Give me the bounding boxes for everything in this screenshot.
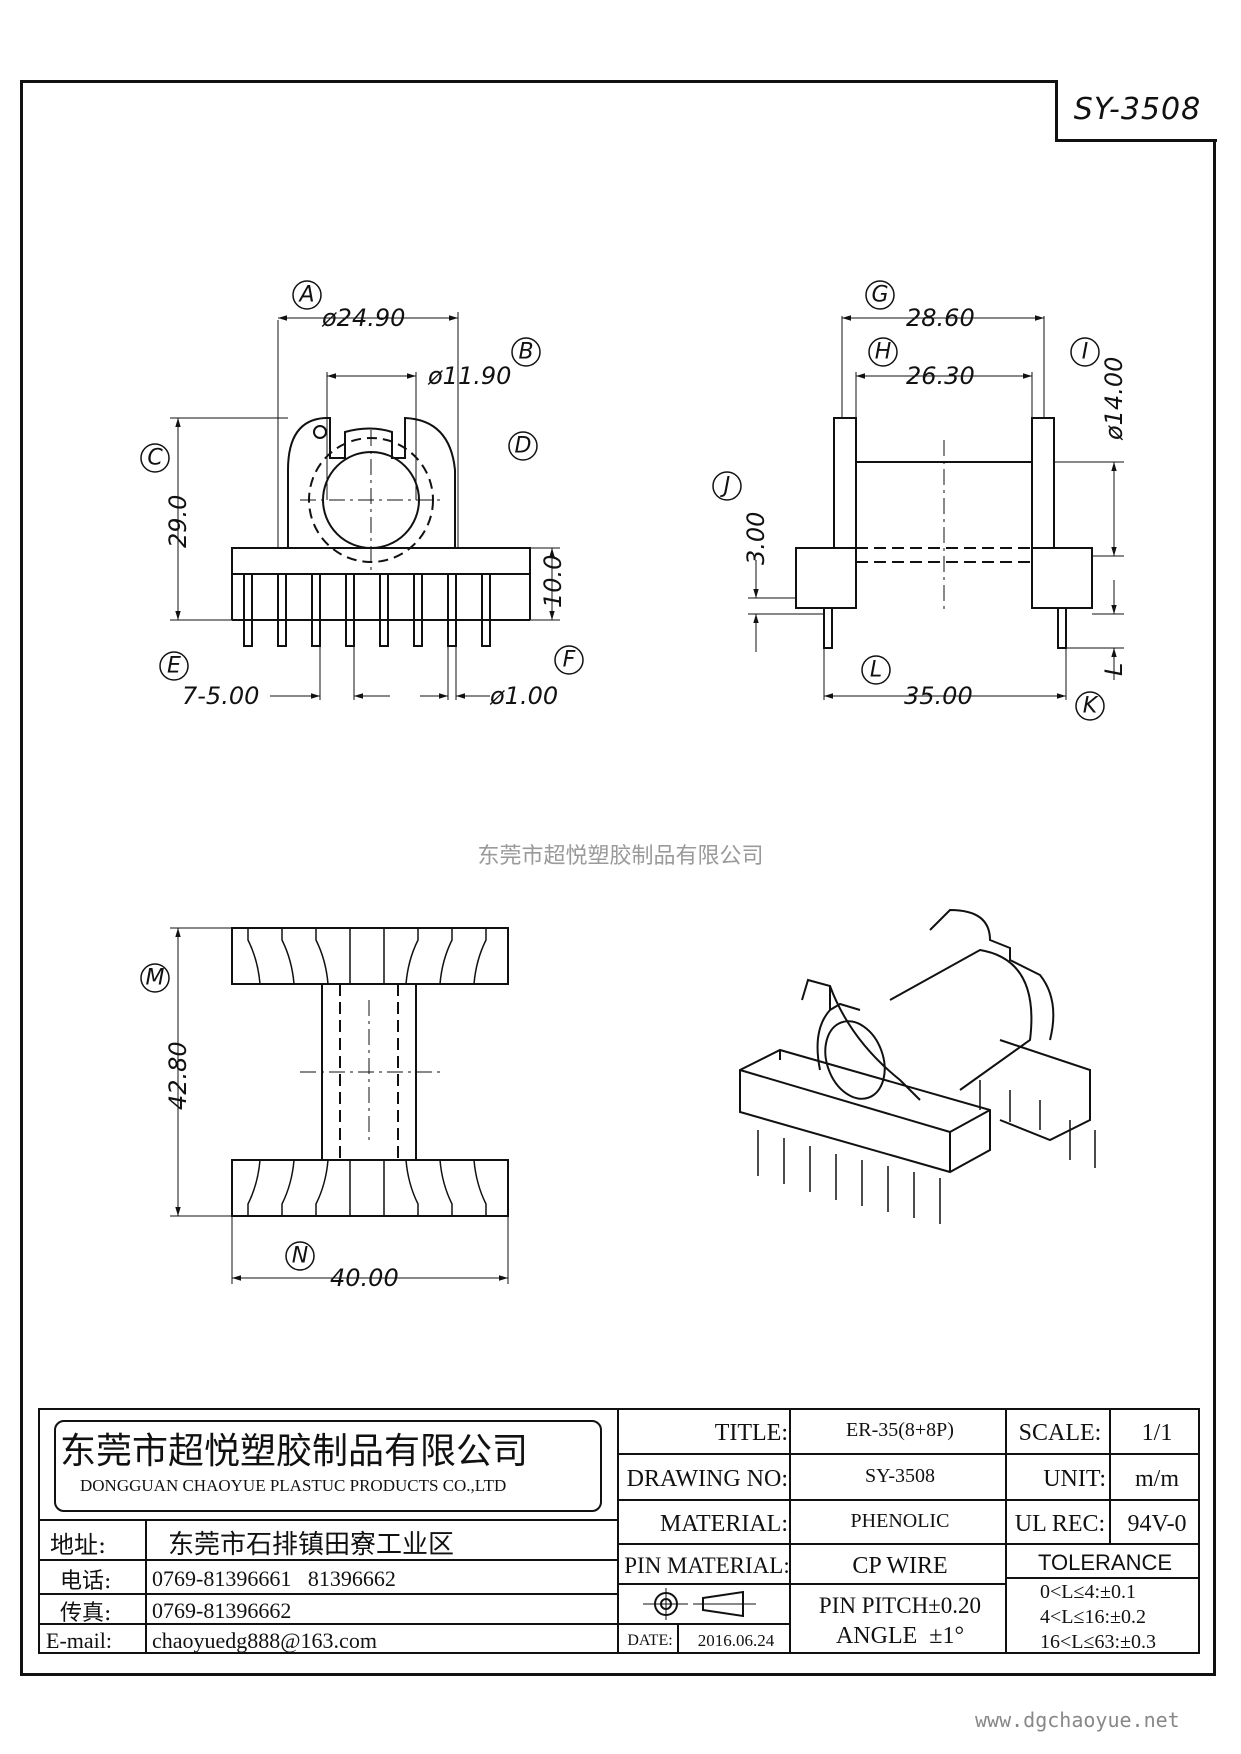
scale-value: 1/1 — [1141, 1419, 1173, 1446]
company-name-en: DONGGUAN CHAOYUE PLASTUC PRODUCTS CO.,LT… — [80, 1476, 507, 1495]
dim-n-value: 40.00 — [330, 1264, 399, 1292]
date-value: 2016.06.24 — [697, 1631, 775, 1650]
material-value: PHENOLIC — [850, 1509, 950, 1532]
callout-e: E — [167, 654, 181, 679]
drawing-no-label: DRAWING NO: — [626, 1465, 788, 1492]
unit-label: UNIT: — [1043, 1465, 1106, 1492]
callout-h: H — [875, 340, 892, 365]
company-name-cn: 东莞市超悦塑胶制品有限公司 — [60, 1431, 529, 1472]
unit-value: m/m — [1134, 1465, 1179, 1492]
projection-symbol-icon — [643, 1588, 756, 1620]
fax-value: 0769-81396662 — [152, 1598, 292, 1623]
dim-f-value: ø1.00 — [489, 682, 558, 710]
scale-label: SCALE: — [1018, 1419, 1102, 1446]
dim-c-value: 29.0 — [164, 495, 192, 548]
isometric-view — [739, 908, 1096, 1224]
callout-f: F — [563, 648, 576, 673]
front-view — [170, 312, 560, 700]
dim-m-value: 42.80 — [164, 1041, 192, 1110]
tolerance-row: 4<L≤16:±0.2 — [1040, 1606, 1147, 1628]
date-label: DATE: — [627, 1632, 673, 1649]
address-value: 东莞市石排镇田寮工业区 — [168, 1529, 455, 1560]
tolerance-row: 0<L≤4:±0.1 — [1040, 1581, 1137, 1603]
drawing-code-box: SY-3508 — [1055, 80, 1217, 142]
callout-l: L — [870, 658, 882, 683]
address-label: 地址: — [50, 1530, 107, 1559]
pin-material-value: CP WIRE — [852, 1552, 948, 1579]
dim-l-value: 35.00 — [904, 682, 973, 710]
dim-h-value: 26.30 — [906, 362, 975, 390]
dim-j-value: 3.00 — [742, 512, 770, 565]
dim-g-value: 28.60 — [906, 304, 975, 332]
material-label: MATERIAL: — [660, 1510, 788, 1537]
title-block: 东莞市超悦塑胶制品有限公司 DONGGUAN CHAOYUE PLASTUC P… — [38, 1408, 1200, 1654]
tolerance-row: 16<L≤63:±0.3 — [1040, 1631, 1157, 1653]
callout-i: I — [1082, 340, 1089, 365]
callout-a: A — [297, 283, 314, 308]
title-value: ER-35(8+8P) — [846, 1418, 954, 1441]
callout-j: J — [720, 474, 731, 499]
callout-b: B — [518, 340, 533, 365]
dim-b-value: ø11.90 — [427, 362, 511, 390]
callout-circles — [140, 280, 1105, 1271]
callout-k: K — [1083, 694, 1099, 719]
email-label: E-mail: — [46, 1628, 112, 1653]
callout-g: G — [871, 283, 888, 308]
dim-k-value: L — [1100, 663, 1128, 676]
callout-m: M — [146, 966, 165, 991]
pin-material-label: PIN MATERIAL: — [624, 1553, 790, 1578]
website: www.dgchaoyue.net — [975, 1708, 1180, 1732]
dim-e-value: 7-5.00 — [182, 682, 259, 710]
fax-label: 传真: — [60, 1601, 112, 1626]
ul-label: UL REC: — [1014, 1510, 1106, 1537]
email-value: chaoyuedg888@163.com — [152, 1628, 377, 1653]
drawing-frame — [20, 80, 1216, 1676]
side-view — [748, 315, 1124, 700]
dim-d-value: 10.0 — [539, 555, 567, 608]
ul-value: 94V-0 — [1127, 1510, 1187, 1537]
top-view — [170, 927, 509, 1284]
callout-c: C — [147, 446, 163, 471]
callout-n: N — [292, 1244, 308, 1269]
dim-i-value: ø14.00 — [1100, 357, 1128, 441]
company-logo-box — [54, 1420, 602, 1512]
drawing-no-value: SY-3508 — [864, 1464, 935, 1487]
pin-pitch: PIN PITCH±0.20 — [818, 1593, 982, 1618]
dim-a-value: ø24.90 — [321, 304, 405, 332]
watermark-company: 东莞市超悦塑胶制品有限公司 — [477, 844, 764, 869]
phone-label: 电话: — [60, 1569, 112, 1594]
phone-value: 0769-81396661 81396662 — [152, 1566, 396, 1591]
title-block-grid — [38, 1408, 1200, 1654]
callout-d: D — [515, 434, 532, 459]
tolerance-label: TOLERANCE — [1037, 1550, 1173, 1575]
title-label: TITLE: — [714, 1419, 788, 1446]
angle-tolerance: ANGLE ±1° — [835, 1622, 965, 1649]
